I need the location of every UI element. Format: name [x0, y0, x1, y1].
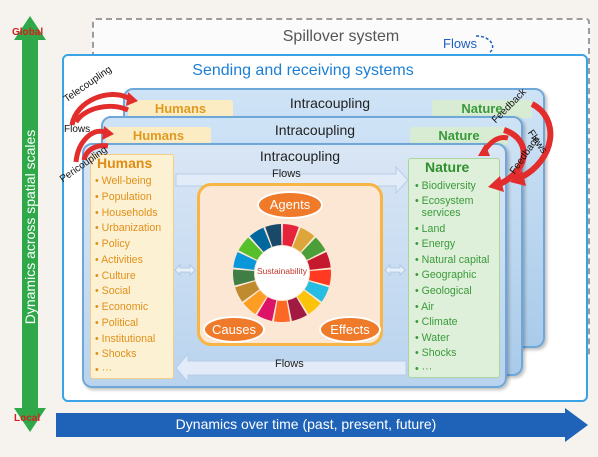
sdg-segment	[282, 224, 299, 247]
spatial-scale-axis-label: Dynamics across spatial scales	[22, 129, 38, 325]
feedback-arrow-back	[518, 101, 554, 181]
nature-item: • Natural capital	[415, 253, 490, 266]
humans-panel	[90, 154, 174, 379]
humans-tab-back: Humans	[128, 100, 233, 118]
sdg-segment	[233, 252, 257, 270]
center-nature-double-arrow	[384, 264, 406, 276]
nature-item: • Biodiversity	[415, 180, 476, 192]
humans-item: • Population	[95, 190, 152, 203]
nature-item: • Energy	[415, 238, 456, 251]
nature-tab-middle: Nature	[410, 127, 508, 145]
nature-item: • Shocks	[415, 347, 457, 360]
flow-arrow-left	[175, 352, 407, 384]
sdg-center	[255, 246, 309, 300]
sustainability-label: Sustainability	[256, 266, 308, 276]
nature-item: • Geological	[415, 284, 472, 297]
humans-list: • Well-being • Population • Households •…	[95, 174, 161, 379]
telecoupling-arrow	[69, 92, 130, 126]
sdg-segment	[301, 237, 326, 261]
sdg-segment	[287, 297, 307, 321]
nature-item: • ···	[415, 362, 433, 375]
sdg-segment	[309, 269, 331, 286]
humans-item: • Urbanization	[95, 222, 162, 235]
flows-left-label: Flows	[64, 124, 91, 135]
humans-item: • Well-being	[95, 175, 152, 187]
flows-top-label: Flows	[443, 36, 477, 51]
nature-item: • Geographic	[415, 269, 477, 282]
sdg-segment	[233, 269, 255, 286]
humans-item: • Economic	[95, 301, 149, 313]
nature-item: • Climate	[415, 316, 458, 329]
humans-tab-middle: Humans	[106, 127, 211, 145]
sdg-segment	[235, 281, 260, 302]
time-axis	[56, 408, 588, 442]
sdg-segment	[297, 290, 321, 315]
humans-title: Humans	[97, 155, 153, 171]
sdg-segment	[249, 227, 272, 252]
humans-item: • Activities	[95, 253, 143, 266]
sdg-segment	[292, 227, 315, 252]
humans-item: • Policy	[95, 238, 130, 250]
agents-oval: Agents	[257, 191, 323, 219]
causes-oval: Causes	[203, 316, 265, 343]
flows-label-upper: Flows	[272, 168, 301, 180]
sdg-wheel-icon	[233, 224, 331, 322]
sdg-segment	[238, 237, 263, 261]
pericoupling-arrow	[73, 128, 105, 163]
humans-item: • Households	[95, 206, 158, 219]
intracoupling-label-back: Intracoupling	[289, 95, 371, 111]
sdg-segment	[273, 300, 291, 322]
feedback-arrow-front	[498, 127, 527, 187]
nature-panel	[408, 158, 500, 378]
humans-item: • ···	[95, 364, 113, 376]
spillover-system-title: Spillover system	[282, 28, 400, 45]
humans-center-double-arrow	[174, 264, 196, 276]
humans-item: • Political	[95, 316, 139, 329]
nature-item: • Ecosystem services	[415, 194, 474, 219]
global-label: Global	[12, 27, 44, 38]
sdg-segment	[304, 281, 329, 302]
sdg-segment	[265, 224, 282, 247]
nature-item: • Water	[415, 331, 450, 344]
nature-tab-back: Nature	[432, 100, 532, 118]
intracoupling-label-front: Intracoupling	[259, 148, 341, 164]
humans-item: • Shocks	[95, 348, 137, 361]
spatial-scale-axis	[14, 16, 46, 432]
nature-list: • Biodiversity • Ecosystem services • La…	[415, 179, 489, 378]
flows-label-lower: Flows	[275, 358, 304, 370]
humans-item: • Social	[95, 285, 131, 298]
sdg-segment	[243, 290, 267, 315]
time-axis-label: Dynamics over time (past, present, futur…	[175, 416, 437, 432]
humans-item: • Institutional	[95, 332, 156, 345]
effects-oval: Effects	[319, 316, 381, 343]
humans-item: • Culture	[95, 269, 136, 282]
intracoupling-label-middle: Intracoupling	[274, 122, 356, 138]
sdg-segment	[257, 297, 277, 321]
sending-receiving-title: Sending and receiving systems	[192, 62, 414, 79]
nature-item: • Air	[415, 300, 435, 313]
nature-item: • Land	[415, 222, 446, 235]
sdg-segment	[307, 252, 331, 270]
nature-title: Nature	[425, 159, 470, 175]
local-label: Local	[14, 413, 41, 424]
